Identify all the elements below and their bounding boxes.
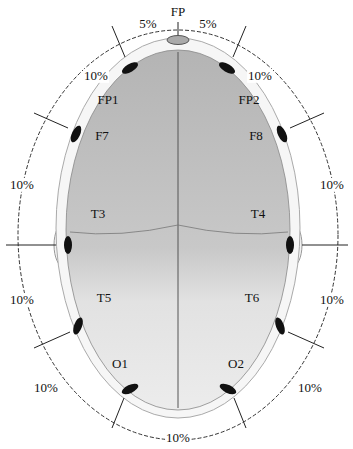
measure-arc <box>18 30 338 440</box>
percent-label: 10% <box>165 431 191 445</box>
percent-label: 10% <box>83 69 109 83</box>
electrode-label: F8 <box>249 129 263 143</box>
tick-lines <box>6 22 348 428</box>
electrode-label: FP <box>171 5 185 19</box>
electrode-label: T4 <box>251 207 265 221</box>
electrode-label: FP2 <box>239 93 260 107</box>
electrode-label: F7 <box>95 129 109 143</box>
nasion-electrode <box>167 36 189 45</box>
percent-label: 10% <box>297 381 323 395</box>
electrodes <box>64 60 294 396</box>
midline <box>178 52 179 408</box>
percent-label: 10% <box>319 178 345 192</box>
percent-label: 10% <box>9 178 35 192</box>
scalp <box>66 50 290 410</box>
percent-label: 10% <box>319 293 345 307</box>
electrode-label: FP1 <box>98 93 119 107</box>
percent-label: 5% <box>138 17 157 31</box>
percent-label: 10% <box>247 69 273 83</box>
central-sulcus <box>70 225 288 234</box>
head-outline <box>56 38 300 418</box>
electrode-label: O2 <box>228 357 244 371</box>
percent-label: 5% <box>198 17 217 31</box>
electrode-label: T3 <box>91 207 105 221</box>
electrode-label: T6 <box>245 291 259 305</box>
percent-label: 10% <box>9 293 35 307</box>
percent-label: 10% <box>33 381 59 395</box>
electrode-label: O1 <box>112 357 128 371</box>
electrode-label: T5 <box>97 291 111 305</box>
